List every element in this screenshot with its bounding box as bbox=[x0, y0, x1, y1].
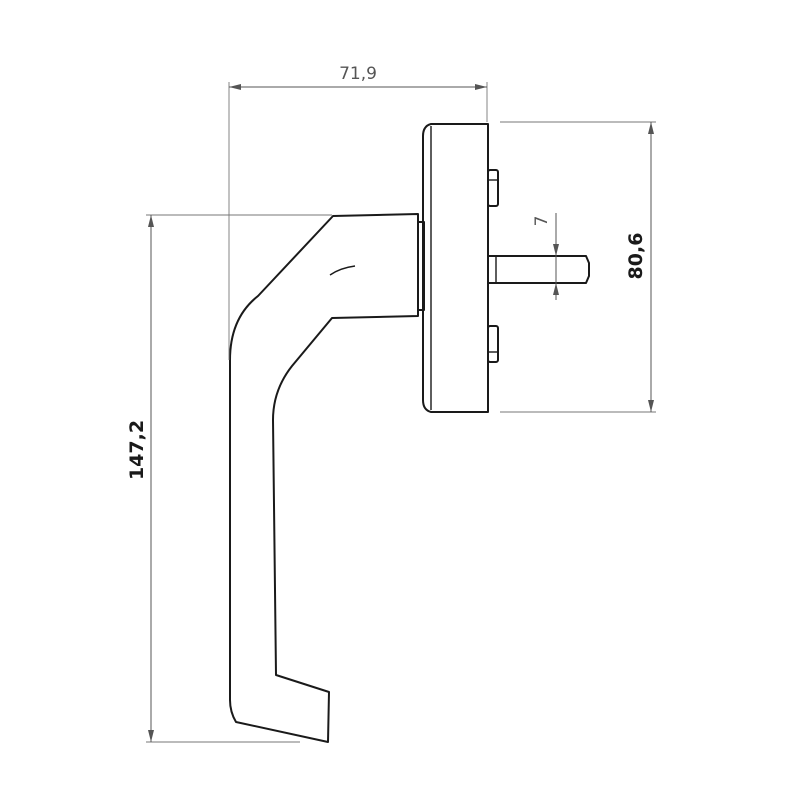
upper-screw bbox=[487, 169, 499, 207]
dimension-width-label: 71,9 bbox=[339, 64, 377, 84]
dimension-spindle: 7 bbox=[532, 213, 559, 300]
dimension-rosette-height: 80,6 bbox=[500, 121, 656, 413]
dimension-width: 71,9 bbox=[228, 64, 488, 360]
rosette-outline bbox=[422, 123, 489, 413]
lever-highlight-stroke bbox=[329, 265, 356, 276]
square-spindle bbox=[487, 255, 590, 284]
lever-outline bbox=[229, 213, 419, 743]
dimension-rosette-height-label: 80,6 bbox=[625, 233, 647, 280]
dimension-handle-height: 147,2 bbox=[126, 214, 332, 743]
dimension-spindle-label: 7 bbox=[532, 216, 552, 227]
lower-screw bbox=[487, 325, 499, 363]
handle-lever bbox=[229, 213, 419, 743]
rosette-base bbox=[422, 123, 590, 413]
dimension-handle-height-label: 147,2 bbox=[126, 420, 148, 480]
